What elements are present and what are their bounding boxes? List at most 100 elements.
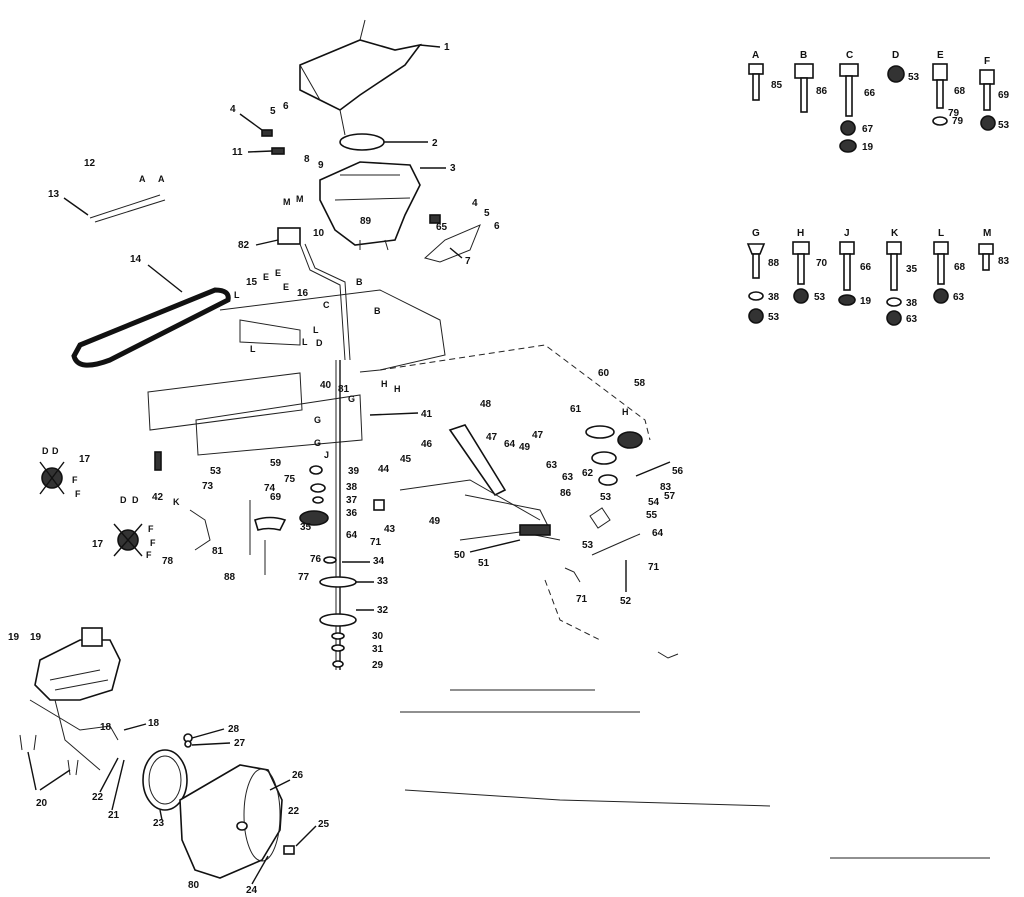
callout-53-a: 53 (210, 466, 222, 477)
callout-49: 49 (519, 442, 531, 453)
callout-48: 48 (480, 399, 492, 410)
callout-63-b: 63 (562, 472, 574, 483)
callout-74: 74 (264, 483, 276, 494)
letter-F-4: F (150, 538, 156, 548)
hw-num: 35 (906, 264, 918, 275)
callout-54: 54 (648, 497, 660, 508)
callout-13: 13 (48, 189, 60, 200)
callout-21: 21 (108, 810, 120, 821)
letter-F-2: F (75, 489, 81, 499)
letter-L-4: L (313, 325, 319, 335)
callout-64-c: 64 (652, 528, 664, 539)
blade-adapter-lower (113, 523, 143, 557)
hardware-J: J 66 19 (838, 228, 872, 307)
callout-78: 78 (162, 556, 174, 567)
callout-22-b: 22 (288, 806, 300, 817)
callout-47-a: 47 (486, 432, 498, 443)
key-part (283, 845, 295, 855)
callout-27: 27 (234, 738, 246, 749)
callout-42: 42 (152, 492, 164, 503)
callout-80: 80 (188, 880, 200, 891)
hw-extra: 67 (862, 124, 874, 135)
callout-17-a: 17 (79, 454, 91, 465)
callout-1: 1 (444, 42, 450, 53)
callout-59: 59 (270, 458, 282, 469)
letter-G-3: G (314, 438, 321, 448)
callout-3: 3 (450, 163, 456, 174)
callout-71-c: 71 (576, 594, 588, 605)
hardware-B: B 86 (794, 50, 828, 113)
callout-52: 52 (620, 596, 632, 607)
hw-extra: 38 (768, 292, 780, 303)
letter-E-2: E (275, 268, 281, 278)
callout-23: 23 (153, 818, 165, 829)
callout-63-a: 63 (546, 460, 558, 471)
callout-81: 81 (338, 384, 350, 395)
hardware-D: D 53 (887, 50, 920, 83)
callout-37: 37 (346, 495, 358, 506)
letter-A-2: A (158, 174, 165, 184)
hw-extra: 63 (953, 292, 965, 303)
callout-64-b: 64 (504, 439, 516, 450)
callout-44: 44 (378, 464, 390, 475)
callout-19-b: 19 (8, 632, 20, 643)
letter-H-1: H (381, 379, 388, 389)
blade-adapter-upper (39, 461, 65, 495)
hw-extra: 19 (860, 296, 872, 307)
callout-6b: 6 (494, 221, 500, 232)
callout-60: 60 (598, 368, 610, 379)
hardware-legend: A 85 B 86 C 66 67 19 D 53 E (746, 50, 1010, 326)
hw-num: 70 (816, 258, 828, 269)
callout-64-a: 64 (346, 530, 358, 541)
callout-9: 9 (318, 160, 324, 171)
callout-41: 41 (421, 409, 433, 420)
callout-20: 20 (36, 798, 48, 809)
callout-4: 4 (230, 104, 236, 115)
hw-letter: L (938, 228, 944, 239)
callout-77: 77 (298, 572, 310, 583)
hw-num: 53 (908, 72, 920, 83)
callout-6: 6 (283, 101, 289, 112)
callout-25: 25 (318, 819, 330, 830)
callout-50: 50 (454, 550, 466, 561)
letter-C-1: C (323, 300, 330, 310)
hardware-H: H 70 53 (792, 228, 828, 304)
callout-82: 82 (238, 240, 250, 251)
hardware-K: K 35 38 63 (886, 228, 918, 326)
callout-73: 73 (202, 481, 214, 492)
hw-extra: 53 (814, 292, 826, 303)
hw-num: 85 (771, 80, 783, 91)
callout-65: 65 (436, 222, 448, 233)
callout-34: 34 (373, 556, 385, 567)
callout-17-b: 17 (92, 539, 104, 550)
callout-88: 88 (224, 572, 236, 583)
letter-M-1: M (283, 197, 291, 207)
letter-D-5: D (132, 495, 139, 505)
ring-part (339, 133, 385, 151)
callout-35: 35 (300, 522, 312, 533)
hw-letter: A (752, 50, 759, 61)
callout-28: 28 (228, 724, 240, 735)
hw-extra: 63 (906, 314, 918, 325)
hw-letter: F (984, 56, 990, 67)
callout-53-c: 53 (600, 492, 612, 503)
letter-H-2: H (394, 384, 401, 394)
pin-42 (154, 451, 162, 471)
callout-69: 69 (270, 492, 282, 503)
hw-letter: G (752, 228, 760, 239)
hardware-A: A 85 (748, 50, 783, 101)
letter-G-1: G (348, 394, 355, 404)
lever-assembly (373, 424, 561, 541)
callout-16: 16 (297, 288, 309, 299)
callout-40: 40 (320, 380, 332, 391)
hw-num: 86 (816, 86, 828, 97)
spring-part (254, 516, 287, 531)
hardware-F: F 69 53 (979, 56, 1010, 131)
callout-15: 15 (246, 277, 258, 288)
callout-53-b: 53 (582, 540, 594, 551)
hw-num: 68 (954, 262, 966, 273)
bracket-part (271, 147, 285, 155)
callout-57: 57 (664, 491, 676, 502)
callout-24: 24 (246, 885, 258, 896)
hardware-L: L 68 63 (933, 228, 966, 304)
